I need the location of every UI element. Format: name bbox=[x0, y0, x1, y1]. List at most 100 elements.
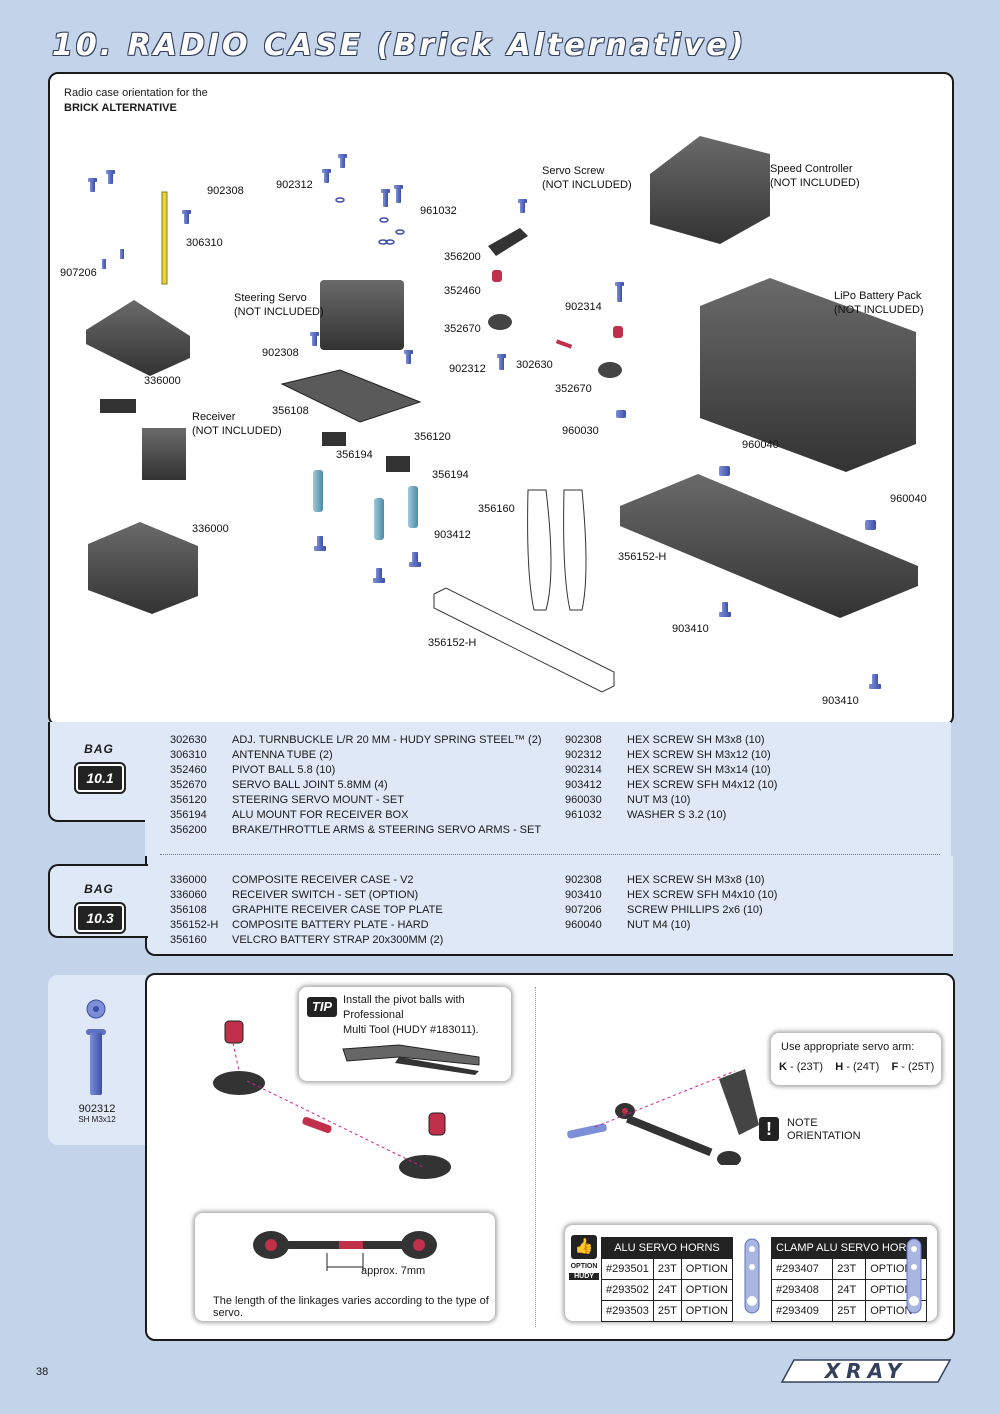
part-code: 356194 bbox=[170, 809, 207, 821]
battery-plate bbox=[620, 474, 918, 618]
screws bbox=[88, 154, 881, 689]
label-steering-servo: Steering Servo (NOT INCLUDED) bbox=[234, 291, 324, 319]
receiver-switch bbox=[100, 399, 136, 413]
page-title: 10. RADIO CASE (Brick Alternative) bbox=[52, 28, 747, 63]
part-code: 336060 bbox=[170, 889, 207, 901]
ball-joint-a bbox=[488, 314, 512, 330]
orientation-note-line1: Radio case orientation for the bbox=[64, 87, 208, 99]
part-description: ALU MOUNT FOR RECEIVER BOX bbox=[232, 809, 409, 821]
part-code: 306310 bbox=[170, 749, 207, 761]
label-907206: 907206 bbox=[60, 267, 97, 279]
antenna-tube bbox=[161, 191, 168, 285]
hudy-logo: HUDY bbox=[569, 1273, 599, 1280]
speed-controller bbox=[650, 136, 770, 244]
velcro-strap-1 bbox=[527, 489, 552, 611]
part-code: 336000 bbox=[170, 874, 207, 886]
label-960040: 960040 bbox=[742, 439, 779, 451]
clamp-horn-teeth: 23T bbox=[832, 1258, 867, 1280]
part-code: 960040 bbox=[565, 919, 602, 931]
label-lipo: LiPo Battery Pack (NOT INCLUDED) bbox=[834, 289, 924, 317]
label-speed-controller-line1: Speed Controller bbox=[770, 163, 853, 175]
washers bbox=[335, 197, 405, 245]
receiver-case-top bbox=[86, 300, 190, 376]
xray-logo: XRAY bbox=[780, 1359, 952, 1383]
exploded-diagram-drawing bbox=[86, 136, 918, 693]
alu-horn-teeth: 25T bbox=[652, 1300, 682, 1322]
part-description: PIVOT BALL 5.8 (10) bbox=[232, 764, 336, 776]
parts-panel-10-1 bbox=[145, 722, 951, 856]
label-352670: 352670 bbox=[444, 323, 481, 335]
label-336000-b: 336000 bbox=[192, 523, 229, 535]
warning-icon: ! bbox=[759, 1117, 779, 1141]
part-code: 902312 bbox=[565, 749, 602, 761]
servo-arm-callout: Use appropriate servo arm: K - (23T) H -… bbox=[771, 1033, 941, 1085]
arm-k-key: K bbox=[779, 1061, 787, 1073]
label-961032: 961032 bbox=[420, 205, 457, 217]
label-receiver-line1: Receiver bbox=[192, 411, 236, 423]
velcro-strap-2 bbox=[563, 489, 587, 611]
label-receiver-line2: (NOT INCLUDED) bbox=[192, 425, 282, 437]
label-352670-b: 352670 bbox=[555, 383, 592, 395]
alu-horn-code: #293502 bbox=[601, 1279, 654, 1301]
label-356194: 356194 bbox=[336, 449, 373, 461]
foam-bar bbox=[433, 587, 615, 693]
assembly-detail-panel: TIP Install the pivot balls with Profess… bbox=[145, 973, 955, 1341]
bag-word: BAG bbox=[84, 882, 114, 896]
linkage-callout: approx. 7mm The length of the linkages v… bbox=[195, 1213, 495, 1321]
bag-number: 10.1 bbox=[74, 762, 126, 794]
bag-word: BAG bbox=[84, 742, 114, 756]
alu-horn-teeth: 24T bbox=[652, 1279, 682, 1301]
part-code: 356152-H bbox=[170, 919, 219, 931]
part-code: 302630 bbox=[170, 734, 207, 746]
part-code: 356200 bbox=[170, 824, 207, 836]
receiver bbox=[142, 428, 186, 480]
receiver-case bbox=[88, 522, 198, 614]
graphite-top-plate bbox=[280, 369, 422, 423]
part-row: 356194 ALU MOUNT FOR RECEIVER BOX bbox=[170, 808, 542, 823]
bag-10-3-parts-left: 336000 COMPOSITE RECEIVER CASE - V2 336060… bbox=[170, 873, 443, 948]
arm-k-value: - (23T) bbox=[786, 1061, 824, 1073]
screw-reference: 902312 SH M3x12 bbox=[48, 975, 146, 1145]
part-description: SERVO BALL JOINT 5.8MM (4) bbox=[232, 779, 388, 791]
label-steering-servo-line2: (NOT INCLUDED) bbox=[234, 306, 324, 318]
clamp-horn-code: #293407 bbox=[770, 1258, 834, 1280]
alu-horn-icon bbox=[744, 1238, 760, 1314]
part-description: COMPOSITE RECEIVER CASE - V2 bbox=[232, 874, 414, 886]
alu-mount-3 bbox=[408, 486, 418, 528]
lipo-battery bbox=[700, 278, 916, 472]
label-903410: 903410 bbox=[672, 623, 709, 635]
part-code: 907206 bbox=[565, 904, 602, 916]
part-description: GRAPHITE RECEIVER CASE TOP PLATE bbox=[232, 904, 443, 916]
alu-horns-title: ALU SERVO HORNS bbox=[601, 1237, 733, 1259]
part-description: HEX SCREW SH M3x8 (10) bbox=[627, 734, 765, 746]
part-code: 356120 bbox=[170, 794, 207, 806]
part-description: NUT M4 (10) bbox=[627, 919, 691, 931]
servo-mount-left bbox=[322, 432, 346, 446]
bag-10-1-tab: BAG 10.1 bbox=[48, 722, 148, 822]
label-903410-b: 903410 bbox=[822, 695, 859, 707]
arm-h-value: - (24T) bbox=[843, 1061, 880, 1073]
alu-horn-option: OPTION bbox=[680, 1300, 733, 1322]
alu-horn-teeth: 23T bbox=[652, 1258, 682, 1280]
parts-panel-10-3 bbox=[145, 856, 953, 956]
measure-label: approx. 7mm bbox=[361, 1265, 426, 1277]
servo-arm-drawing bbox=[567, 1069, 759, 1165]
part-row: 960040 NUT M4 (10) bbox=[565, 918, 777, 933]
linkage-caption: The length of the linkages varies accord… bbox=[213, 1295, 489, 1319]
tip-text-line1: Install the pivot balls with Professiona… bbox=[343, 994, 465, 1021]
